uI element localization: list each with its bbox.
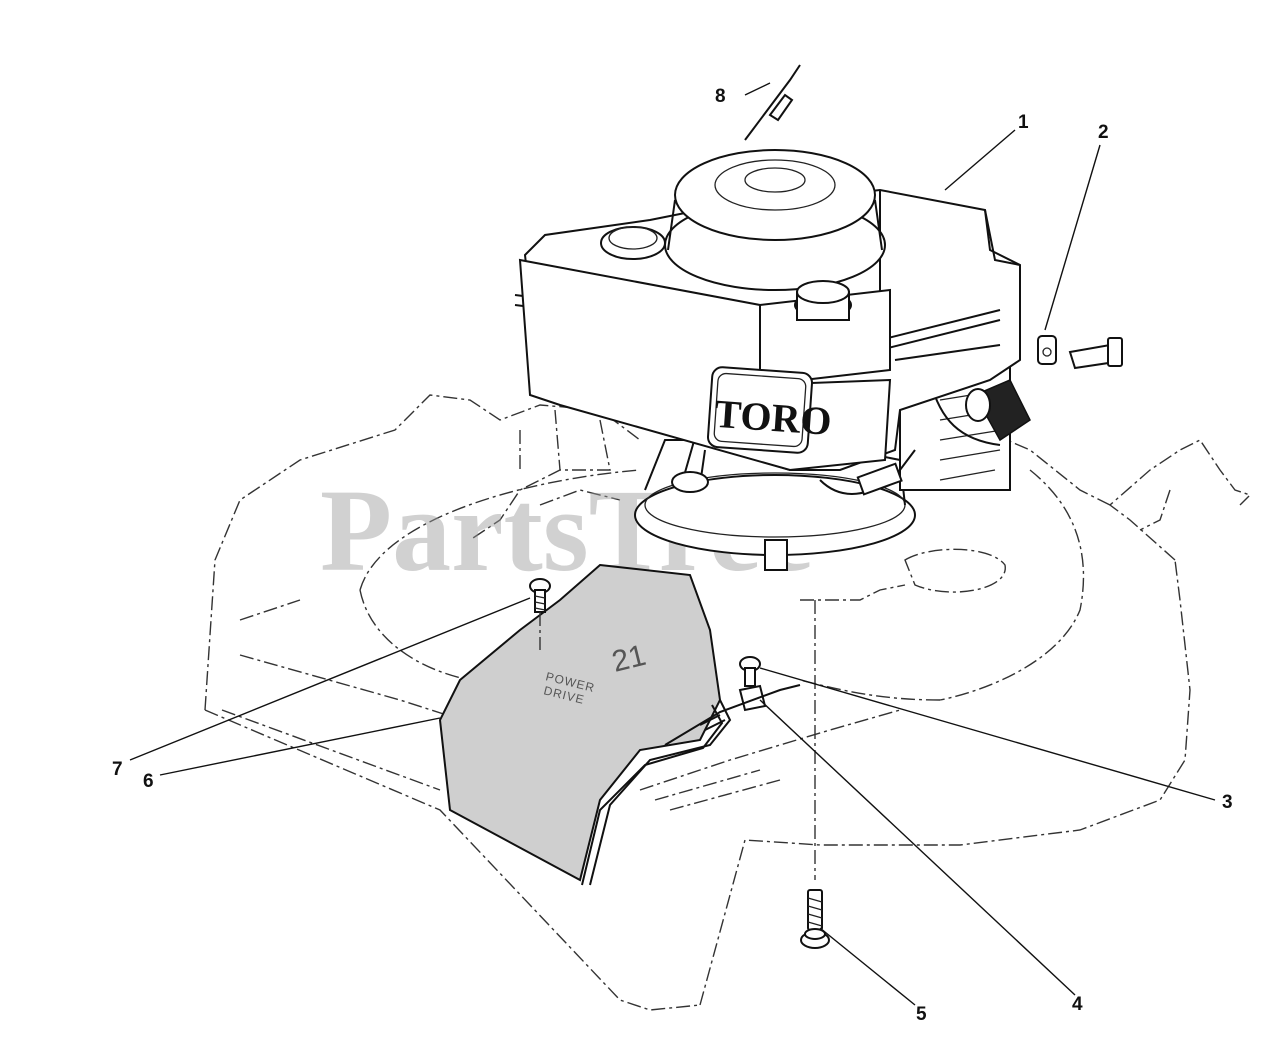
crankshaft [764, 539, 788, 571]
callout-6: 6 [143, 771, 154, 792]
engine: TORO [514, 149, 1031, 571]
blade-bolt [800, 889, 830, 949]
deck-shield: 21 POWER DRIVE [438, 563, 732, 886]
callout-5: 5 [916, 1004, 927, 1025]
oil-fill-cap [759, 280, 891, 387]
leader-lines [129, 82, 1216, 1006]
air-cleaner [664, 149, 886, 291]
brand-plate: TORO [707, 366, 833, 454]
mower-deck [204, 394, 1252, 1011]
bracket-bolt [1068, 337, 1123, 370]
brand-logo-text: TORO [713, 391, 833, 444]
spark-plug-boot [973, 379, 1031, 442]
fuel-cap [600, 226, 666, 260]
deck-screw [739, 656, 761, 687]
callout-3: 3 [1222, 792, 1233, 813]
callout-8: 8 [715, 86, 726, 107]
callout-1: 1 [1018, 112, 1029, 133]
callouts: 1 2 3 4 5 6 7 8 [112, 86, 1233, 1025]
shield-screw [529, 578, 551, 650]
throttle-cable [744, 64, 801, 141]
deck-label-number: 21 [609, 639, 649, 679]
cable-clamp [664, 684, 801, 746]
callout-4: 4 [1072, 994, 1083, 1015]
cable-bracket [1037, 335, 1057, 365]
callout-2: 2 [1098, 122, 1109, 143]
callout-7: 7 [112, 759, 123, 780]
